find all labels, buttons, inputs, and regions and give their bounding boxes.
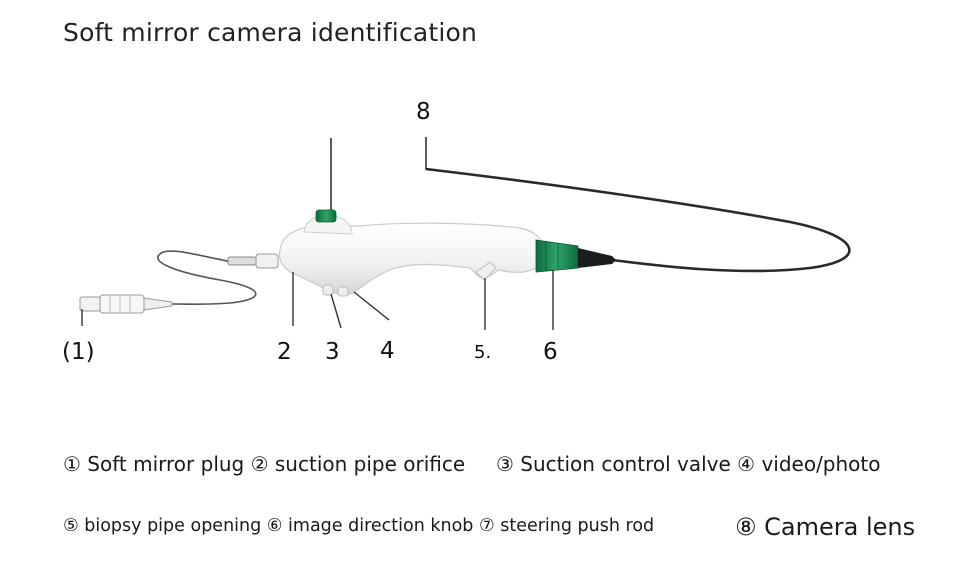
- plug-connector: [79, 294, 173, 314]
- callout-3: 3: [325, 339, 340, 365]
- plug-cable: [157, 250, 257, 306]
- suction-connector: [227, 253, 279, 269]
- legend-row2-left: ⑤ biopsy pipe opening ⑥ image direction …: [63, 516, 655, 536]
- legend-row2-right: ⑧ Camera lens: [735, 513, 916, 541]
- legend-row1-right: ③ Suction control valve ④ video/photo: [496, 452, 881, 476]
- callout-5: 5.: [474, 342, 492, 363]
- page-title: Soft mirror camera identification: [63, 18, 478, 47]
- legend-row1-left: ① Soft mirror plug ② suction pipe orific…: [63, 452, 466, 476]
- strain-relief: [578, 248, 616, 268]
- callout-4: 4: [380, 338, 395, 364]
- insertion-tube: [425, 167, 851, 273]
- callout-1: (1): [62, 339, 95, 365]
- image-direction-knob: [535, 239, 579, 273]
- handle-body: [278, 222, 545, 296]
- valve-cap: [315, 209, 337, 223]
- callout-6: 6: [543, 339, 558, 365]
- callout-8: 8: [416, 99, 431, 125]
- callout-2: 2: [277, 339, 292, 365]
